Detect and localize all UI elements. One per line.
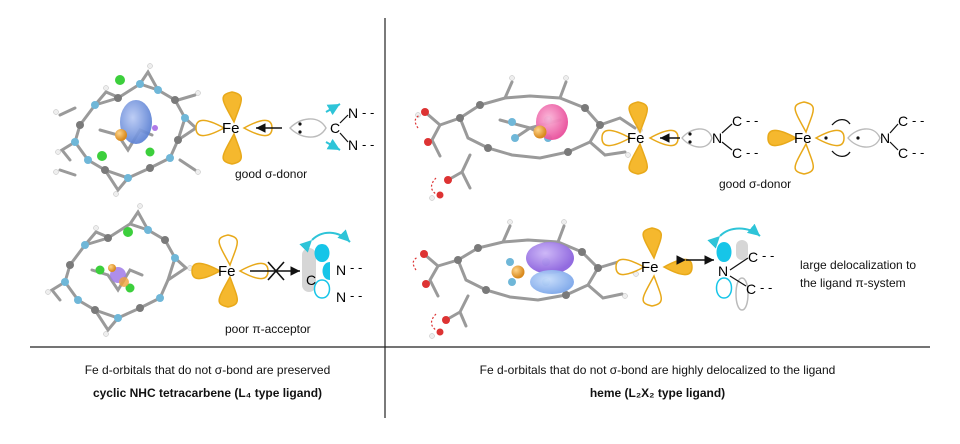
molecule-nhc-top — [53, 63, 203, 197]
fe-label-3: Fe — [627, 130, 645, 147]
caption-deloc-line2: the ligand π-system — [800, 276, 906, 290]
bottom-left-title: cyclic NHC tetracarbene (L₄ type ligand) — [92, 386, 323, 400]
nitrogen-label-5: N — [718, 263, 728, 279]
molecule-heme-top — [414, 75, 643, 201]
dashes-1a: - - — [362, 105, 374, 120]
molecule-nhc-bottom — [45, 203, 193, 337]
dashes-3b: - - — [746, 145, 758, 160]
bottom-left-line1: Fe d-orbitals that do not σ-bond are pre… — [84, 363, 331, 377]
caption-good-sigma-left: good σ-donor — [235, 167, 308, 181]
nitrogen-label-4: N — [880, 130, 890, 146]
dashes-4b: - - — [912, 145, 924, 160]
dashes-5b: - - — [760, 280, 772, 295]
dashes-1b: - - — [362, 137, 374, 152]
caption-good-sigma-right: good σ-donor — [719, 177, 792, 191]
carbon-label-4b: C — [898, 145, 908, 161]
carbon-label-5a: C — [748, 249, 758, 265]
carbon-label-2: C — [306, 272, 316, 288]
nitrogen-label-1a: N — [348, 105, 358, 121]
carbon-label-3a: C — [732, 113, 742, 129]
scheme-delocalization-right: Fe N C C - - - - — [615, 223, 774, 311]
scheme-sigma-donor-left: Fe C N N - - - - — [195, 91, 374, 165]
fe-label-5: Fe — [641, 259, 659, 276]
nitrogen-label-1b: N — [348, 137, 358, 153]
nitrogen-label-3: N — [712, 130, 722, 146]
dashes-2a: - - — [350, 260, 362, 275]
carbon-label-5b: C — [746, 281, 756, 297]
caption-deloc-line1: large delocalization to — [800, 258, 917, 272]
dashes-4a: - - — [912, 113, 924, 128]
fe-label-4: Fe — [794, 130, 812, 147]
nitrogen-label-2b: N — [336, 289, 346, 305]
nitrogen-label-2a: N — [336, 262, 346, 278]
carbon-label-3b: C — [732, 145, 742, 161]
carbon-label-1: C — [330, 120, 340, 136]
carbon-label-4a: C — [898, 113, 908, 129]
dashes-2b: - - — [350, 288, 362, 303]
molecule-heme-bottom — [412, 219, 639, 339]
dashes-5a: - - — [762, 248, 774, 263]
scheme-sigma-donor-right-b: Fe N C C - - - - — [767, 101, 924, 175]
caption-poor-pi: poor π-acceptor — [225, 322, 311, 336]
dashes-3a: - - — [746, 113, 758, 128]
bottom-right-line1: Fe d-orbitals that do not σ-bond are hig… — [479, 363, 836, 377]
scheme-sigma-donor-right-a: Fe N C C - - - - — [601, 101, 758, 175]
bottom-right-title: heme (L₂X₂ type ligand) — [589, 386, 726, 400]
scheme-pi-acceptor-left: Fe C N N - - - - — [191, 229, 362, 308]
fe-label-1: Fe — [222, 120, 240, 137]
fe-label-2: Fe — [218, 263, 236, 280]
